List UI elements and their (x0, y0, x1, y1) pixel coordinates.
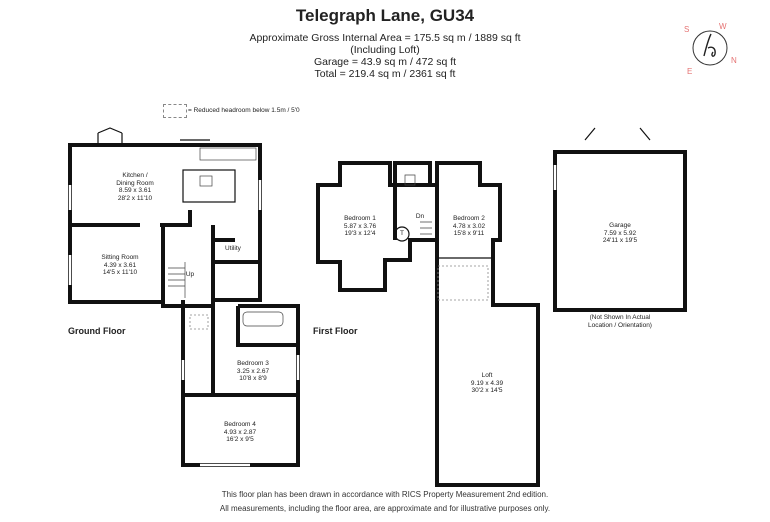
footer-line-2: All measurements, including the floor ar… (219, 504, 551, 513)
stairs-up-label: Up (185, 271, 195, 278)
loft-metric: 9.19 x 4.39 (470, 379, 504, 387)
sitting-imperial: 14'5 x 11'10 (102, 269, 138, 276)
compass-n: N (731, 56, 737, 65)
ground-floor-plan (68, 127, 300, 467)
kitchen-name: Kitchen / (122, 172, 148, 179)
loft-imperial: 30'2 x 14'5 (471, 387, 503, 394)
bedroom-3-label: Bedroom 3 3.25 x 2.67 10'8 x 8'9 (218, 360, 288, 383)
bedroom-1-label: Bedroom 1 5.87 x 3.76 19'3 x 12'4 (325, 215, 395, 238)
bedroom2-metric: 4.78 x 3.02 (452, 222, 486, 230)
bedroom1-imperial: 19'3 x 12'4 (344, 230, 376, 237)
kitchen-metric: 8.59 x 3.61 (118, 187, 152, 194)
reduced-headroom-swatch (163, 104, 187, 118)
utility-label: Utility (225, 245, 241, 252)
compass-icon: W N S E (684, 22, 737, 76)
bedroom3-metric: 3.25 x 2.67 (236, 367, 270, 375)
bedroom3-imperial: 10'8 x 8'9 (239, 375, 267, 382)
bedroom4-imperial: 16'2 x 9'5 (226, 436, 254, 443)
sitting-room-label: Sitting Room 4.39 x 3.61 14'5 x 11'10 (85, 254, 155, 277)
bedroom3-name: Bedroom 3 (237, 360, 269, 367)
including-loft-text: (Including Loft) (350, 44, 420, 56)
garage-imperial: 24'11 x 19'5 (602, 237, 638, 244)
reduced-headroom-legend: = Reduced headroom below 1.5m / 5'0 (188, 107, 300, 114)
compass-e: E (687, 67, 692, 76)
garage-name: Garage (609, 222, 631, 229)
garage-area-text: Garage = 43.9 sq m / 472 sq ft (313, 56, 457, 68)
cupboard-label: T (400, 230, 404, 237)
kitchen-imperial: 28'2 x 11'10 (117, 194, 153, 202)
kitchen-label: Kitchen / Dining Room 8.59 x 3.61 28'2 x… (100, 172, 170, 202)
garage-label: Garage 7.59 x 5.92 24'11 x 19'5 (585, 222, 655, 245)
sitting-name: Sitting Room (101, 254, 139, 261)
bedroom4-metric: 4.93 x 2.87 (223, 428, 257, 436)
bedroom4-name: Bedroom 4 (224, 421, 256, 428)
garage-note-line2: Location / Orientation) (588, 321, 652, 329)
sitting-metric: 4.39 x 3.61 (103, 261, 137, 269)
footer-line-1: This floor plan has been drawn in accord… (221, 490, 549, 499)
bedroom2-name: Bedroom 2 (453, 215, 485, 222)
loft-name: Loft (481, 372, 493, 379)
loft-label: Loft 9.19 x 4.39 30'2 x 14'5 (452, 372, 522, 395)
gross-area-text: Approximate Gross Internal Area = 175.5 … (249, 32, 521, 44)
garage-note: (Not Shown In Actual Location / Orientat… (570, 314, 670, 329)
compass-w: W (719, 22, 727, 31)
bedroom1-metric: 5.87 x 3.76 (343, 222, 377, 230)
kitchen-name-2: Dining Room (116, 179, 154, 187)
first-floor-label: First Floor (313, 326, 358, 336)
bedroom1-name: Bedroom 1 (344, 215, 376, 222)
garage-plan (553, 127, 687, 312)
stairs-down-label: Dn (415, 213, 425, 220)
garage-note-line1: (Not Shown In Actual (589, 314, 651, 321)
garage-metric: 7.59 x 5.92 (603, 229, 637, 237)
page-title: Telegraph Lane, GU34 (295, 6, 475, 25)
compass-logo: W N S E (680, 18, 740, 78)
ground-floor-label: Ground Floor (68, 326, 126, 336)
bedroom2-imperial: 15'8 x 9'11 (453, 230, 485, 237)
total-area-text: Total = 219.4 sq m / 2361 sq ft (314, 68, 456, 80)
bedroom-2-label: Bedroom 2 4.78 x 3.02 15'8 x 9'11 (434, 215, 504, 238)
compass-s: S (684, 25, 689, 34)
bedroom-4-label: Bedroom 4 4.93 x 2.87 16'2 x 9'5 (205, 421, 275, 444)
first-floor-plan (316, 161, 540, 487)
